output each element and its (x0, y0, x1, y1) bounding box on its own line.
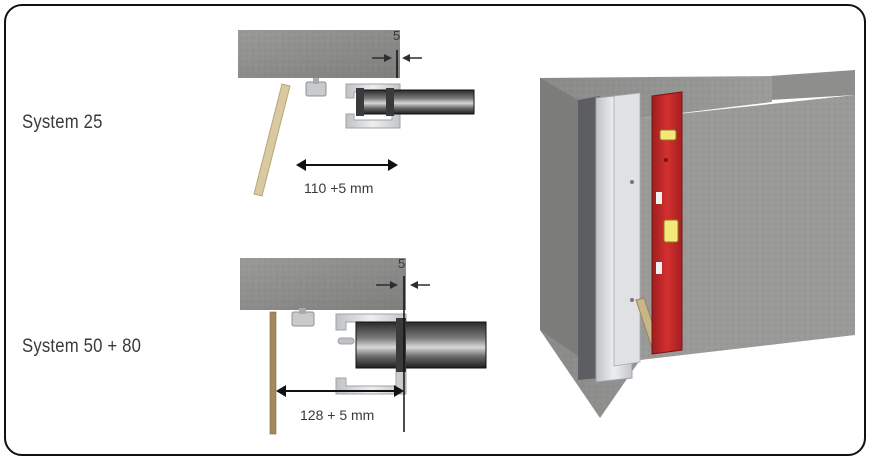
gap-label-top: 5 (393, 28, 400, 43)
gap-label-bottom: 5 (398, 256, 405, 271)
system-25-label: System 25 (22, 112, 103, 133)
dimension-label-top: 110 +5 mm (304, 180, 373, 196)
anchor-bolt-bottom (291, 311, 315, 327)
system-50-80-label: System 50 + 80 (22, 336, 142, 357)
dark-profile-edge (578, 96, 600, 380)
glass-panel-top (360, 90, 474, 114)
level-vial (663, 219, 679, 243)
glass-panel-bottom (356, 322, 486, 368)
dimension-label-bottom: 128 + 5 mm (300, 407, 374, 423)
aluminium-profile-top (345, 83, 401, 129)
anchor-bolt-top (305, 81, 327, 97)
diagram-frame (4, 4, 866, 456)
system-50-80-section: 5 128 + 5 mm (240, 256, 487, 435)
wall-installation-illustration (540, 70, 855, 418)
wooden-wedge-top (253, 83, 291, 197)
wooden-strip-bottom (269, 311, 277, 435)
system-25-section: 5 110 +5 mm (238, 28, 475, 197)
